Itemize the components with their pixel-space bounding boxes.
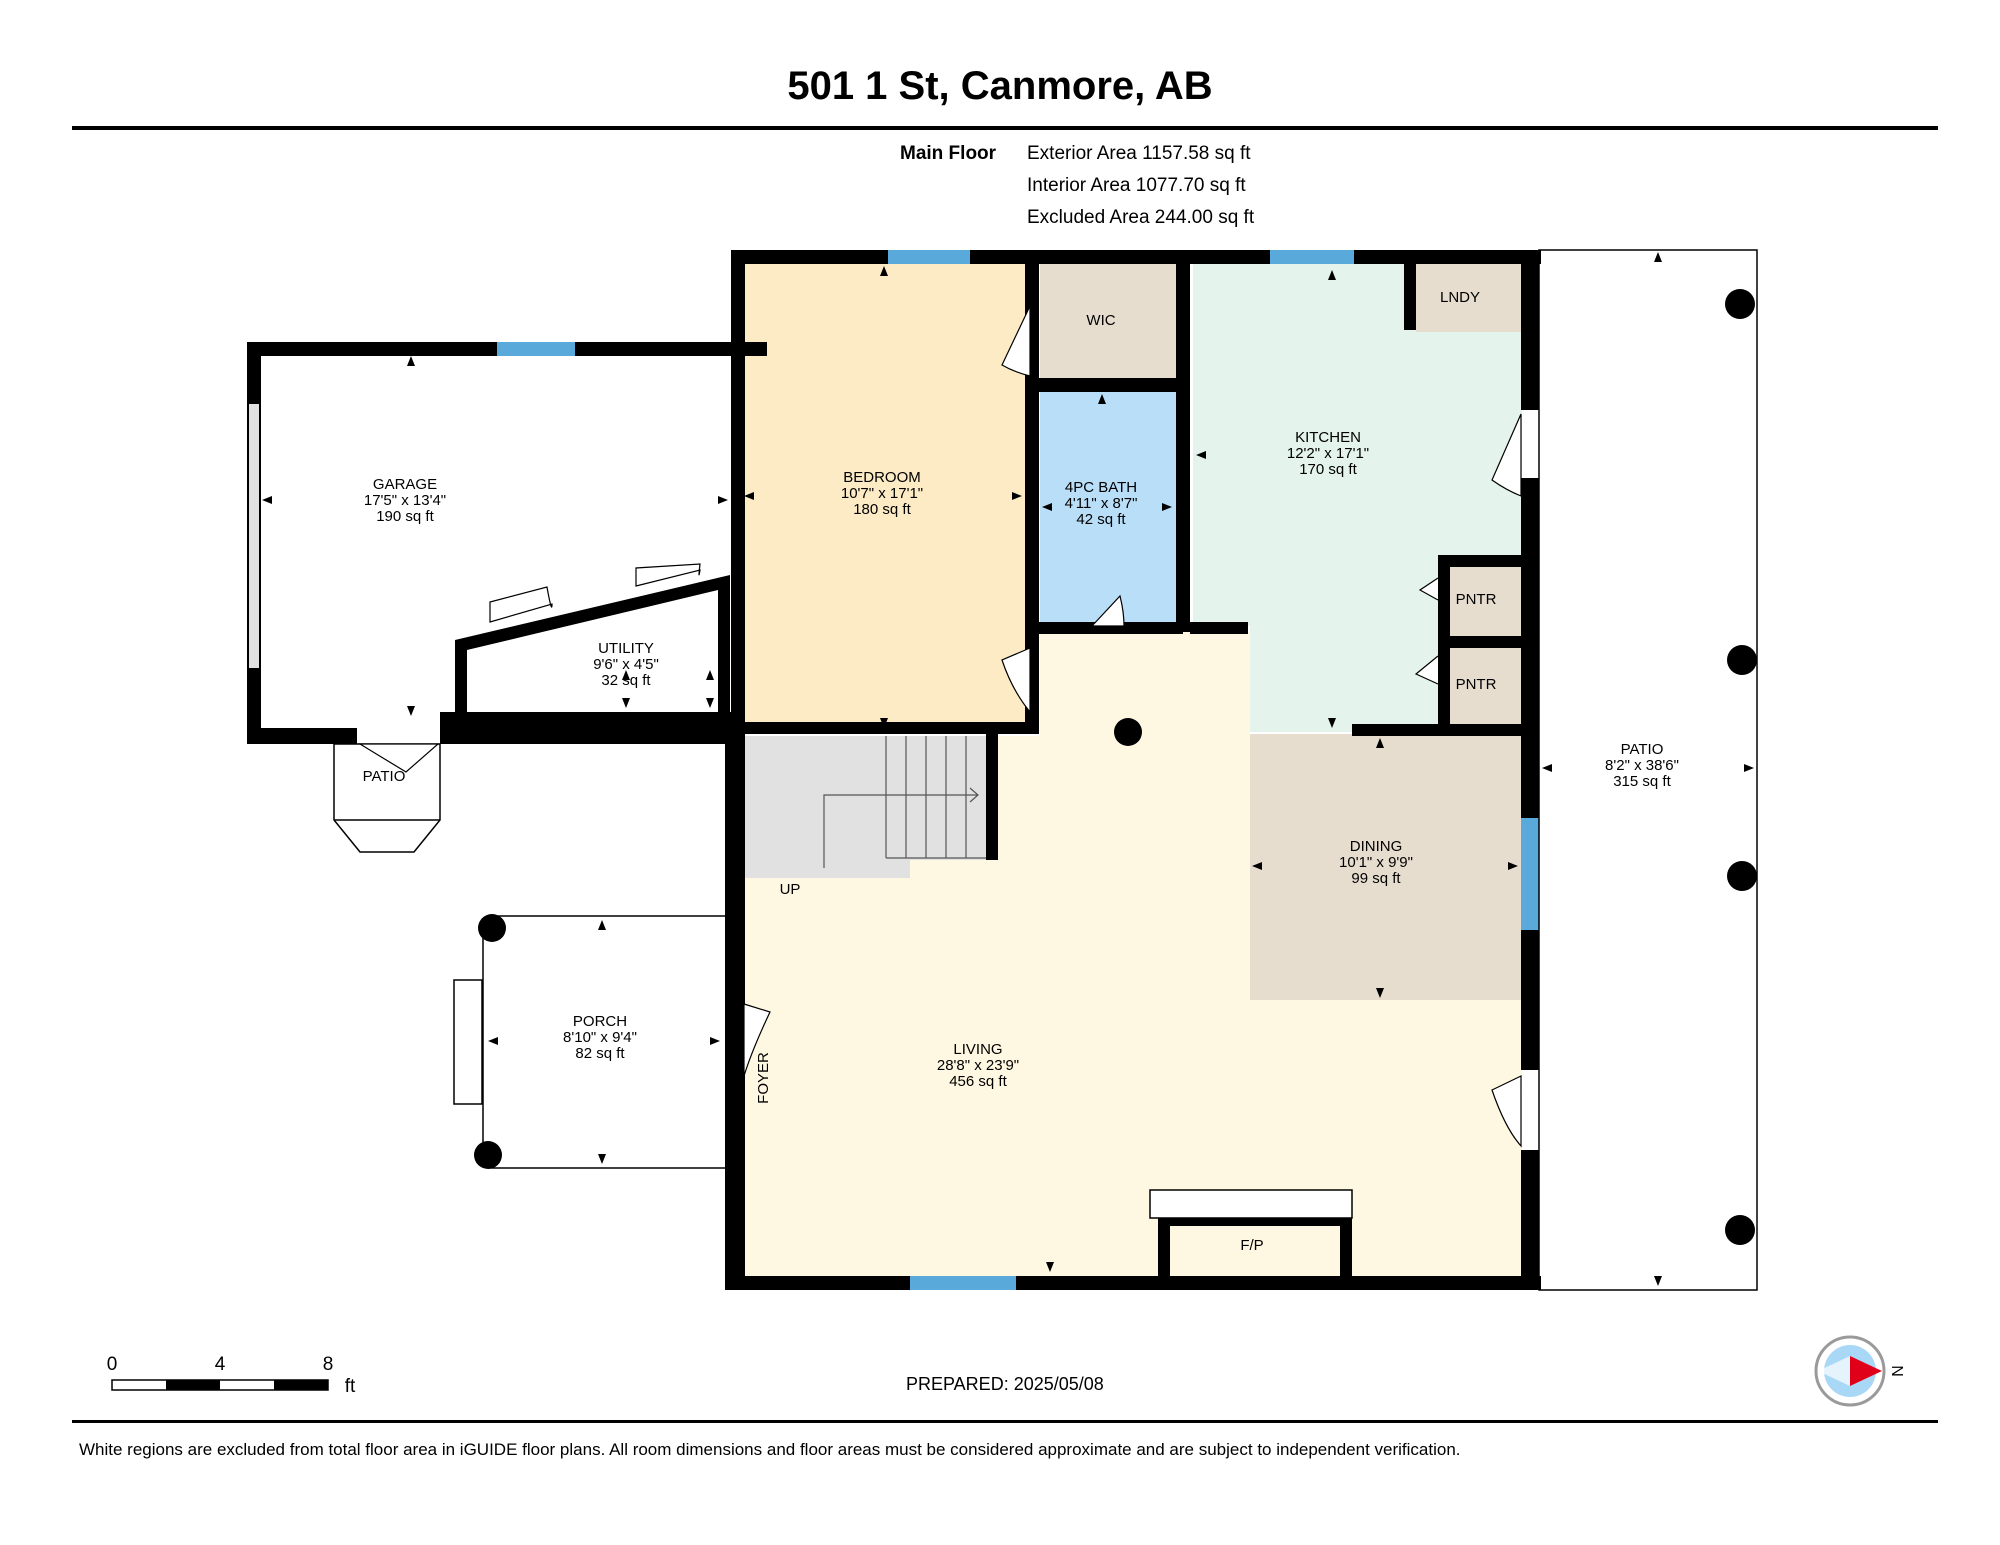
kitchen-name: KITCHEN — [1295, 429, 1361, 446]
windows — [497, 250, 1539, 1290]
garage-name: GARAGE — [373, 476, 437, 493]
door-swings — [357, 305, 1522, 1148]
scale-tick-0: 0 — [107, 1354, 118, 1375]
bedroom-dims: 10'7" x 17'1" — [841, 485, 923, 502]
patio-right-name: PATIO — [1621, 741, 1664, 758]
porch-outline — [453, 915, 725, 1169]
utility-name: UTILITY — [598, 640, 654, 657]
porch-name: PORCH — [573, 1013, 627, 1030]
post-4 — [1725, 1215, 1755, 1245]
bedroom-fill — [742, 262, 1032, 732]
post-2 — [1727, 645, 1757, 675]
patio-right-dims: 8'2" x 38'6" — [1605, 757, 1679, 774]
bath-area: 42 sq ft — [1076, 511, 1126, 528]
dining-area: 99 sq ft — [1351, 870, 1401, 887]
wic-fill — [1040, 262, 1176, 382]
stair-treads — [823, 736, 986, 868]
page-title: 501 1 St, Canmore, AB — [787, 64, 1213, 108]
garage-door-opening — [249, 404, 259, 668]
scale-bar: 0 4 8 ft — [107, 1354, 356, 1397]
title-rule — [72, 126, 1938, 130]
porch-dims: 8'10" x 9'4" — [563, 1029, 637, 1046]
measure-arrows — [262, 252, 1754, 1286]
utility-dims: 9'6" x 4'5" — [593, 656, 659, 673]
compass-icon: N — [1814, 1335, 1905, 1407]
pntr2-name: PNTR — [1456, 676, 1497, 693]
lndy-fill — [1416, 262, 1522, 332]
post-1 — [1725, 289, 1755, 319]
exterior-area: Exterior Area 1157.58 sq ft — [1027, 143, 1251, 164]
bath-name: 4PC BATH — [1065, 479, 1137, 496]
post-3 — [1727, 861, 1757, 891]
living-name: LIVING — [953, 1041, 1002, 1058]
garage-area: 190 sq ft — [376, 508, 434, 525]
living-dims: 28'8" x 23'9" — [937, 1057, 1019, 1074]
pntr1-name: PNTR — [1456, 591, 1497, 608]
compass-north: N — [1888, 1365, 1905, 1377]
fireplace-name: F/P — [1240, 1237, 1263, 1254]
pntr2-fill — [1450, 648, 1522, 726]
column-living — [1114, 718, 1142, 746]
fireplace-hearth — [1149, 1189, 1353, 1219]
porch-area: 82 sq ft — [575, 1045, 625, 1062]
scale-tick-4: 4 — [215, 1354, 226, 1375]
patio-right-area: 315 sq ft — [1613, 773, 1671, 790]
porch-post-2 — [474, 1141, 502, 1169]
kitchen-area: 170 sq ft — [1299, 461, 1357, 478]
bedroom-area: 180 sq ft — [853, 501, 911, 518]
excluded-area: Excluded Area 244.00 sq ft — [1027, 207, 1255, 228]
utility-area: 32 sq ft — [601, 672, 651, 689]
pntr1-fill — [1450, 560, 1522, 638]
dining-name: DINING — [1350, 838, 1403, 855]
patio-small-name: PATIO — [363, 768, 406, 785]
footer-rule — [72, 1420, 1938, 1423]
dining-dims: 10'1" x 9'9" — [1339, 854, 1413, 871]
porch-post-1 — [478, 914, 506, 942]
dining-fill — [1250, 734, 1522, 1000]
prepared-date: PREPARED: 2025/05/08 — [906, 1374, 1104, 1394]
foyer-label: FOYER — [755, 1052, 772, 1104]
patio-right-outline — [1538, 249, 1758, 1291]
floor-label: Main Floor — [900, 143, 997, 164]
lndy-name: LNDY — [1440, 289, 1480, 306]
disclaimer-text: White regions are excluded from total fl… — [79, 1440, 1461, 1459]
garage-dims: 17'5" x 13'4" — [364, 492, 446, 509]
stairs-label: UP — [780, 881, 801, 898]
scale-unit: ft — [345, 1376, 356, 1397]
scale-tick-8: 8 — [323, 1354, 334, 1375]
interior-area: Interior Area 1077.70 sq ft — [1027, 175, 1246, 196]
bath-dims: 4'11" x 8'7" — [1065, 495, 1138, 512]
stairs-fill — [742, 736, 990, 878]
kitchen-dims: 12'2" x 17'1" — [1287, 445, 1369, 462]
bedroom-name: BEDROOM — [843, 469, 921, 486]
wic-name: WIC — [1086, 312, 1115, 329]
bath-fill — [1040, 392, 1176, 626]
living-area: 456 sq ft — [949, 1073, 1007, 1090]
